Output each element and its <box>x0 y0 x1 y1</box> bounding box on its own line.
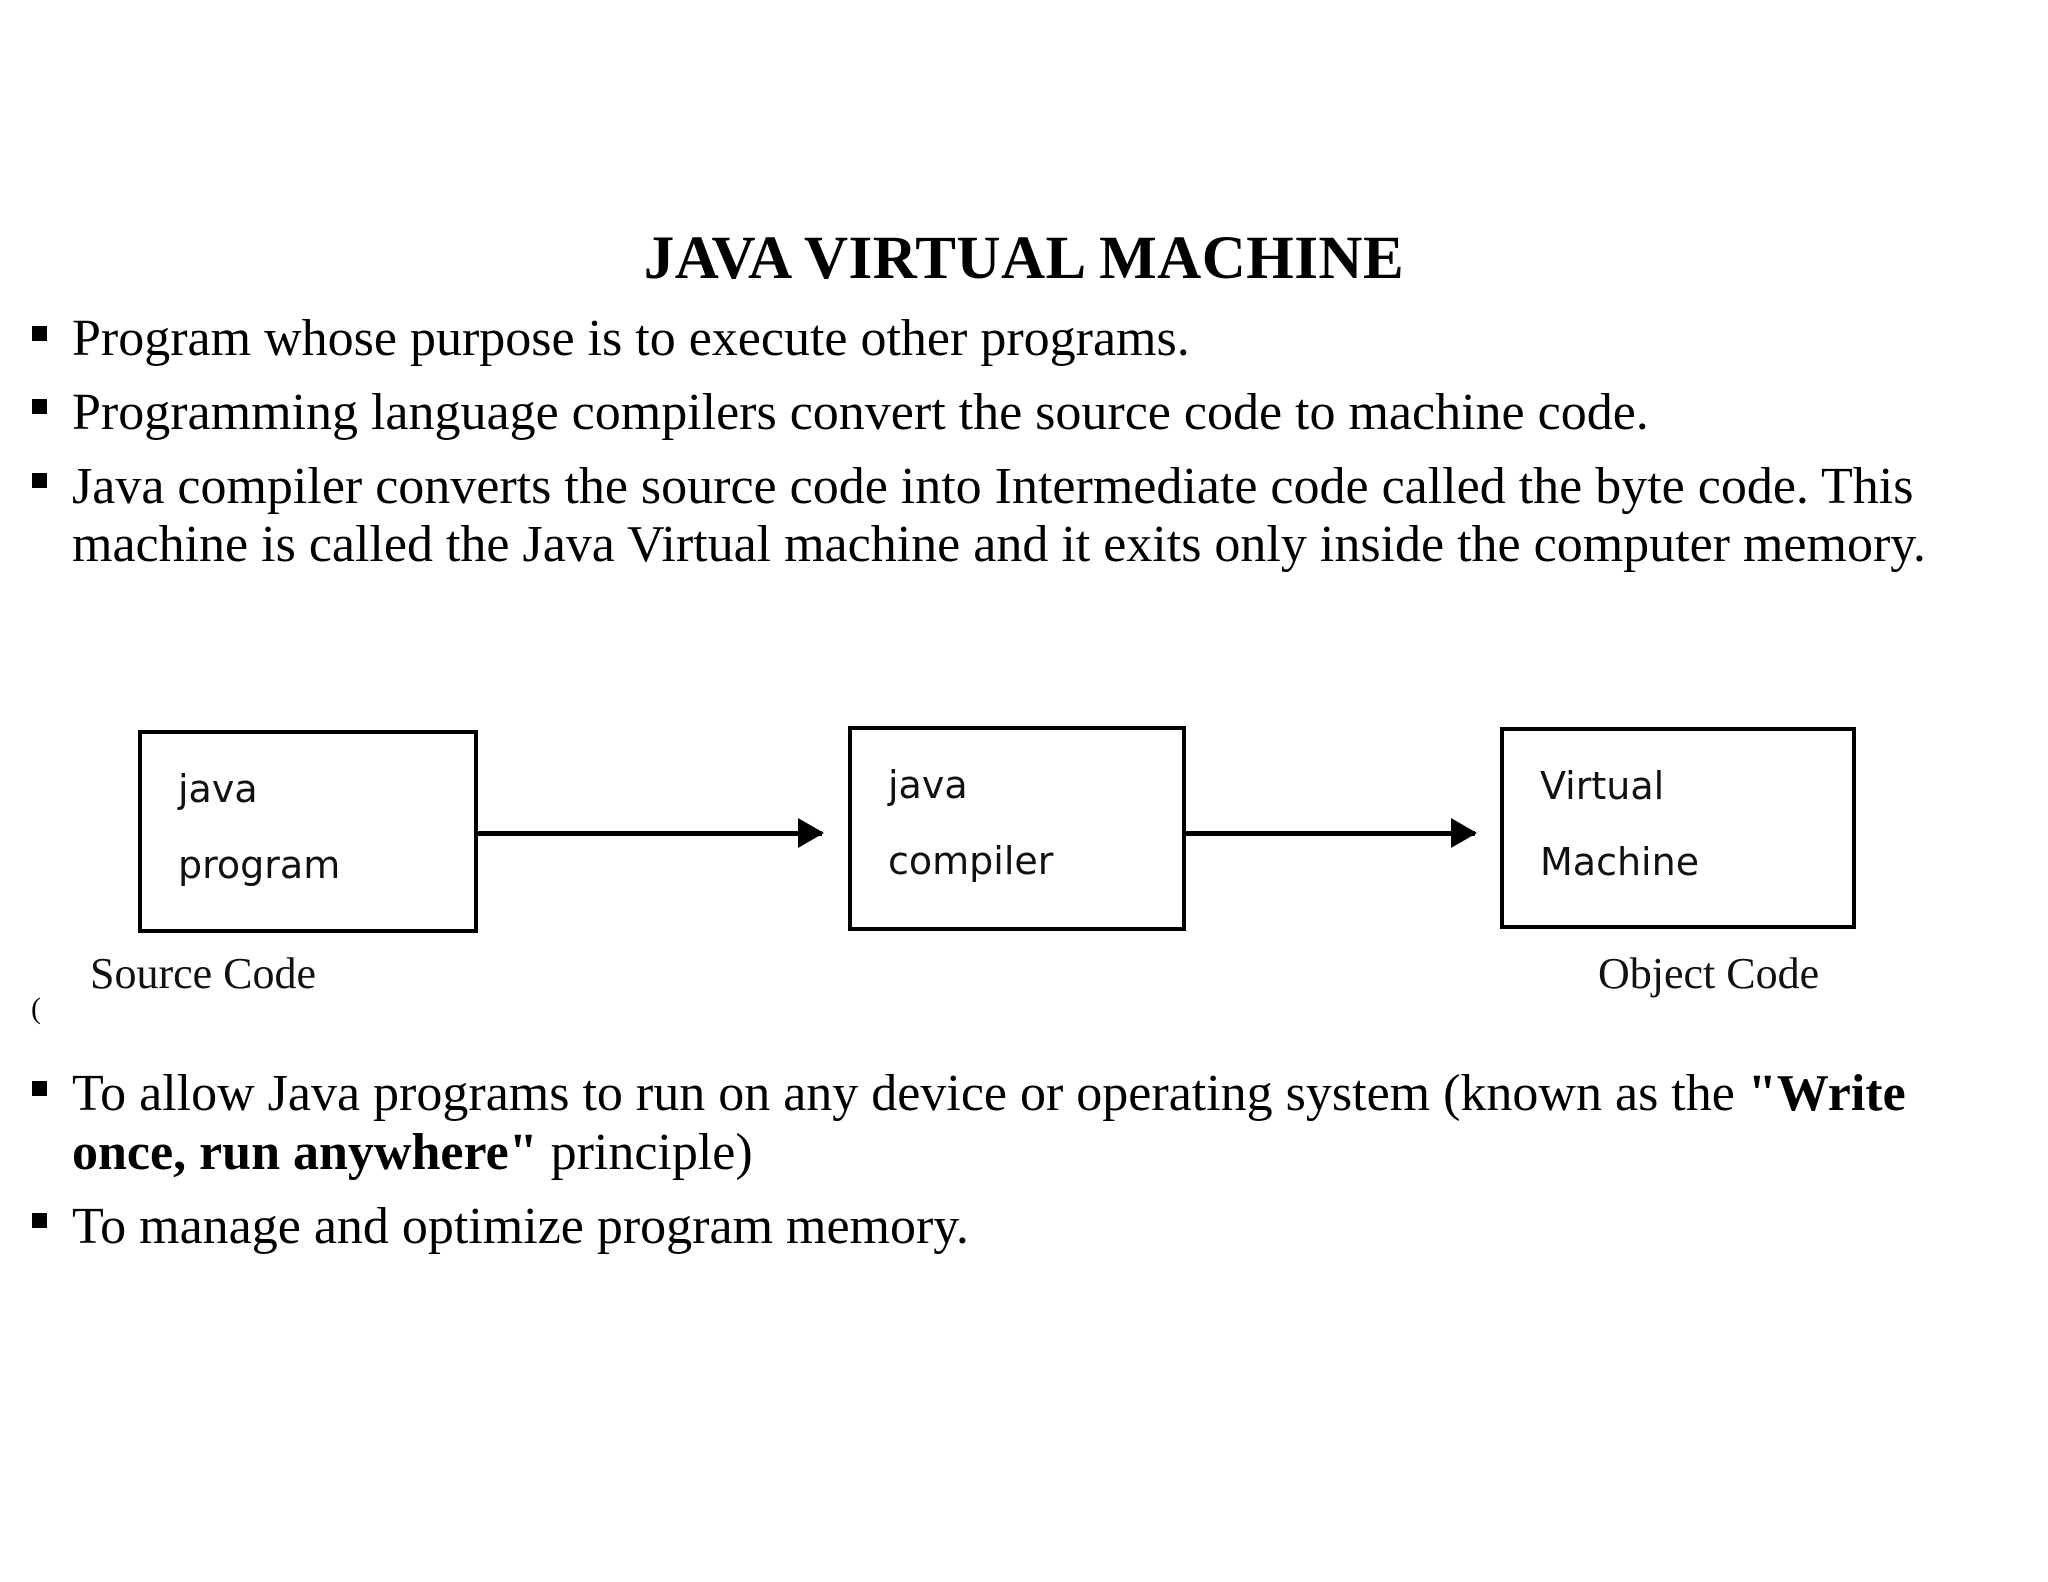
diagram-box-line-1: java <box>888 763 968 807</box>
square-bullet-icon <box>32 399 47 415</box>
diagram-box-line-2: program <box>178 843 341 887</box>
stray-mark: ( <box>31 992 41 1025</box>
list-item: Programming language compilers convert t… <box>30 384 2020 443</box>
diagram-caption-source-code: Source Code <box>90 949 317 998</box>
list-item: To manage and optimize program memory. <box>30 1198 2020 1257</box>
diagram-box-java-program[interactable]: java program <box>138 730 478 933</box>
diagram-box-java-compiler[interactable]: java compiler <box>848 726 1186 931</box>
list-item: Java compiler converts the source code i… <box>30 458 2020 576</box>
list-item-text: Program whose purpose is to execute othe… <box>72 310 1190 367</box>
list-item-text: Java compiler converts the source code i… <box>72 457 1926 574</box>
list-item: Program whose purpose is to execute othe… <box>30 310 2020 369</box>
diagram-box-line-2: Machine <box>1540 840 1700 884</box>
diagram-box-line-2: compiler <box>888 839 1054 883</box>
arrow-java-compiler-to-virtual-machine <box>1185 818 1477 848</box>
diagram-box-line-1: Virtual <box>1540 764 1665 808</box>
list-item-text-prefix: To allow Java programs to run on any dev… <box>72 1065 1748 1122</box>
arrow-java-program-to-java-compiler <box>477 818 824 848</box>
list-item-text: Programming language compilers convert t… <box>72 383 1649 441</box>
bullet-list-bottom: To allow Java programs to run on any dev… <box>30 1065 2020 1271</box>
diagram-box-virtual-machine[interactable]: Virtual Machine <box>1500 727 1856 929</box>
list-item: To allow Java programs to run on any dev… <box>30 1065 2020 1183</box>
diagram-caption-object-code: Object Code <box>1598 949 1820 998</box>
page-title: JAVA VIRTUAL MACHINE <box>643 225 1405 292</box>
list-item-text-suffix: principle) <box>537 1123 753 1181</box>
square-bullet-icon <box>32 1080 47 1096</box>
square-bullet-icon <box>32 473 47 489</box>
diagram-box-line-1: java <box>178 767 258 811</box>
square-bullet-icon <box>32 325 47 341</box>
list-item-text: To manage and optimize program memory. <box>72 1197 969 1255</box>
list-item-text-emphasis: "Write once, run anywhere" <box>72 1065 1906 1181</box>
bullet-list-top: Program whose purpose is to execute othe… <box>30 310 2020 590</box>
square-bullet-icon <box>32 1213 47 1229</box>
